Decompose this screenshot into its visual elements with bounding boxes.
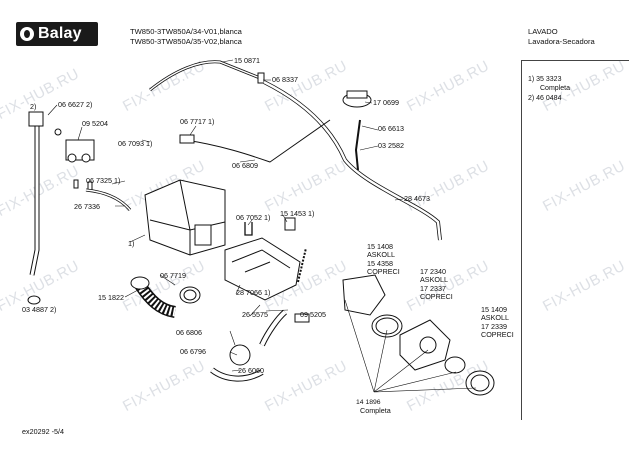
part-label: ASKOLL <box>481 313 509 322</box>
note-1: 1) 35 3323 <box>528 76 562 83</box>
part-label: ASKOLL <box>367 250 395 259</box>
part-label: 15 1408 <box>367 242 393 251</box>
part-label: 17 2337 <box>420 284 446 293</box>
float-ball <box>229 344 251 366</box>
pump-body <box>399 319 451 371</box>
part-label: 26 7336 <box>74 202 100 211</box>
ring-seal <box>179 286 201 304</box>
part-label: 06 7719 <box>160 271 186 280</box>
part-label: 28 7066 1) <box>236 288 271 297</box>
part-label: 26 6060 <box>238 366 264 375</box>
subcategory: Lavadora-Secadora <box>528 37 595 46</box>
part-label: 06 7093 1) <box>118 139 153 148</box>
part-label: 26 5575 <box>242 310 268 319</box>
part-label: 06 7717 1) <box>180 117 215 126</box>
pressure-tube <box>354 119 361 171</box>
part-label: 06 7325 1) <box>86 176 121 185</box>
part-label: 17 0699 <box>373 98 399 107</box>
part-label: ASKOLL <box>420 275 448 284</box>
part-label: COPRECI <box>481 330 514 339</box>
detergent-drawer <box>224 237 301 301</box>
part-label: 06 6809 <box>232 161 258 170</box>
part-label: 06 8337 <box>272 75 298 84</box>
part-label: 09 5205 <box>300 310 326 319</box>
part-label: 15 1409 <box>481 305 507 314</box>
part-label: COPRECI <box>420 292 453 301</box>
brand-logo: Balay <box>16 22 98 46</box>
part-label: Completa <box>360 406 391 415</box>
part-label: 15 4358 <box>367 259 393 268</box>
brand-mark-icon <box>20 27 34 41</box>
part-label: COPRECI <box>367 267 400 276</box>
part-label: 17 2339 <box>481 322 507 331</box>
part-label: 1) <box>128 239 135 248</box>
part-label: 06 6806 <box>176 328 202 337</box>
part-label: 17 2340 <box>420 267 446 276</box>
wire-part <box>184 119 331 163</box>
part-label: 28 4673 <box>404 194 430 203</box>
model-line-1: TW850-3TW850A/34-V01,blanca <box>130 27 242 36</box>
detergent-drawer-housing <box>144 179 226 256</box>
drawing-code: ex20292 -5/4 <box>22 427 64 436</box>
category: LAVADO <box>528 27 558 36</box>
part-label: 15 0871 <box>234 56 260 65</box>
note-2: Completa <box>540 85 570 92</box>
brand-name: Balay <box>38 25 82 42</box>
part-label: 06 6796 <box>180 347 206 356</box>
note-3: 2) 46 0484 <box>528 95 562 102</box>
notes-divider <box>521 60 522 420</box>
part-label: 09 5204 <box>82 119 108 128</box>
drain-pump <box>342 274 386 316</box>
part-label: 06 6627 2) <box>58 100 93 109</box>
part-label: 15 1453 1) <box>280 209 315 218</box>
part-label: 15 1822 <box>98 293 124 302</box>
part-label: 03 2582 <box>378 141 404 150</box>
part-label: 14 1896 <box>356 399 381 406</box>
hose-part <box>149 60 261 92</box>
part-label: 2) <box>30 102 37 111</box>
notes-divider-top <box>521 60 629 61</box>
part-label: 06 7052 1) <box>236 213 271 222</box>
part-label: 03 4887 2) <box>22 305 57 314</box>
hose-clamp <box>257 72 265 84</box>
model-line-2: TW850-3TW850A/35-V02,blanca <box>130 37 242 46</box>
part-label: 06 6613 <box>378 124 404 133</box>
